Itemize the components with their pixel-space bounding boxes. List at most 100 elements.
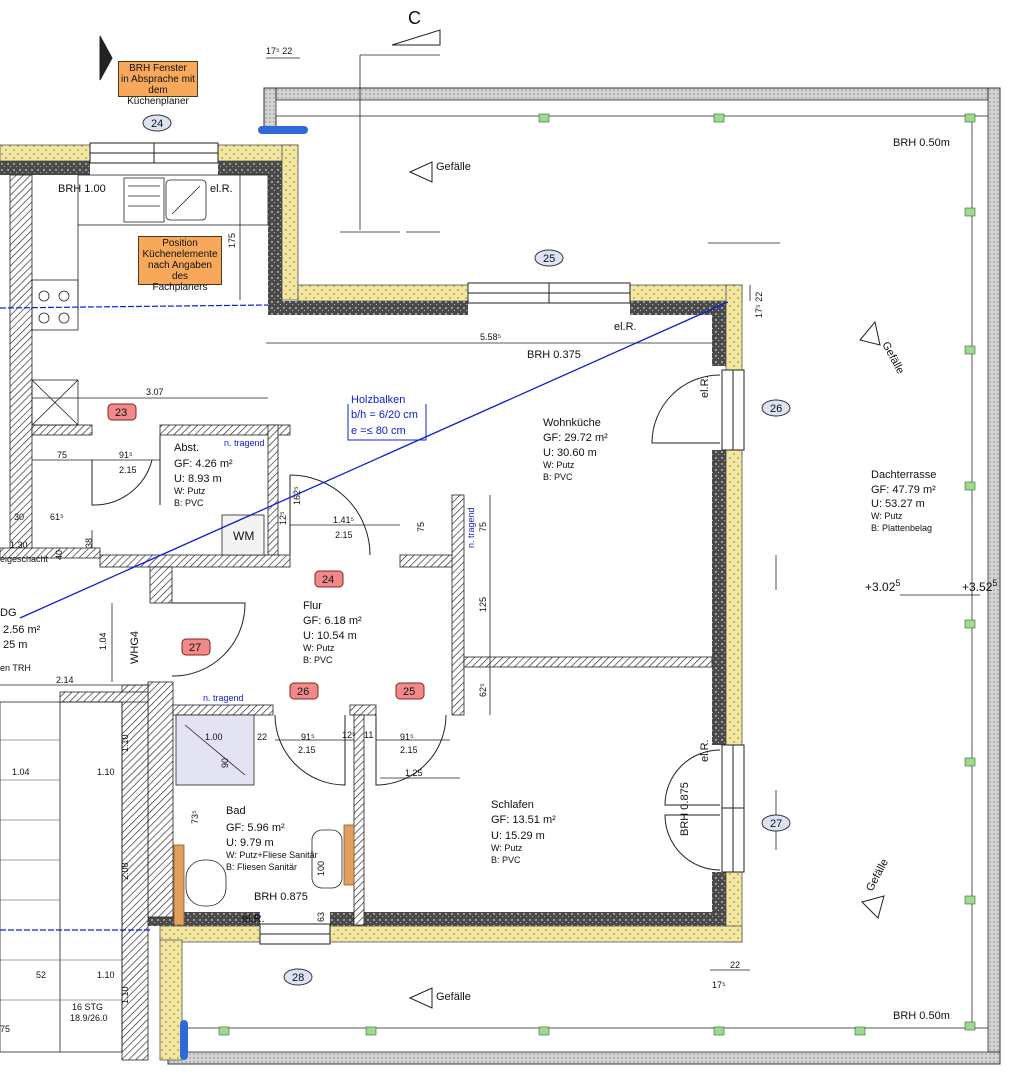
dim-text: 90 — [220, 758, 230, 768]
beam-label: Holzbalken b/h = 6/20 cm e =≤ 80 cm — [351, 394, 418, 437]
room-floor-finish: B: PVC — [491, 855, 521, 865]
dim-text: 75 — [478, 522, 488, 532]
dim-text: 91⁵ — [119, 450, 133, 460]
room-area: GF: 13.51 m² — [491, 814, 556, 826]
electric-shutter-label: el.R. — [699, 739, 711, 762]
room-area: 2.56 m² — [3, 624, 41, 636]
sill-height-label: BRH 0.875 — [679, 782, 691, 836]
dim-text: 1.10 — [97, 767, 115, 777]
window-number-24: 24 — [151, 118, 163, 130]
stair-unit-label: WHG4 — [129, 631, 141, 664]
dim-text: 1.41⁵ — [333, 515, 355, 525]
room-wall-finish: W: Putz — [871, 511, 903, 521]
stair-steps-label: 18.9/26.0 — [70, 1013, 108, 1023]
room-number-26: 26 — [297, 686, 309, 698]
note-line: Position — [162, 238, 198, 249]
dim-text: 61⁵ — [50, 512, 64, 522]
room-wall-finish: W: Putz+Fliese Sanitär — [226, 850, 318, 860]
room-floor-finish: B: Fliesen Sanitär — [226, 862, 297, 872]
window-number-25: 25 — [543, 253, 555, 265]
level-label: +3.025 — [865, 578, 900, 594]
non-bearing-label: n. tragend — [203, 693, 244, 703]
room-floor-finish: B: PVC — [303, 655, 333, 665]
room-label-bad: Bad GF: 5.96 m² U: 9.79 m W: Putz+Fliese… — [226, 805, 318, 872]
sill-height-label: BRH 0.50m — [893, 1010, 950, 1022]
dim-text: 1.00 — [205, 732, 223, 742]
room-label-wohnkueche: Wohnküche GF: 29.72 m² U: 30.60 m W: Put… — [543, 417, 608, 482]
room-label-abst: Abst. GF: 4.26 m² U: 8.93 m W: Putz B: P… — [174, 442, 233, 508]
dim-text: 17⁵ 22 — [266, 46, 292, 56]
dim-text: 73⁵ — [190, 810, 200, 824]
note-line: Küchenelemente — [142, 249, 218, 260]
slope-label: Gefälle — [436, 161, 471, 173]
dim-text: 17⁵ — [712, 980, 726, 990]
electric-shutter-label: el.R. — [699, 375, 711, 398]
room-number-25: 25 — [403, 686, 415, 698]
dim-text: 75 — [57, 450, 67, 460]
room-label-flur: Flur GF: 6.18 m² U: 10.54 m W: Putz B: P… — [303, 600, 362, 665]
dim-text: 63 — [316, 912, 326, 922]
dim-text: 75 — [416, 522, 426, 532]
timber-beam — [0, 126, 729, 1060]
dim-text: 1.10 — [97, 970, 115, 980]
slope-arrows — [99, 29, 885, 1009]
room-label-schlafen: Schlafen GF: 13.51 m² U: 15.29 m W: Putz… — [491, 799, 556, 865]
dim-text: 91⁵ — [301, 732, 315, 742]
room-perimeter: 25 m — [3, 639, 27, 651]
dim-text: 3.07 — [146, 387, 164, 397]
window-number-26: 26 — [770, 403, 782, 415]
sill-height-label: BRH 0.375 — [527, 349, 581, 361]
dim-text: 38 — [84, 538, 94, 548]
section-marker: C — [408, 8, 421, 28]
room-area: GF: 47.79 m² — [871, 484, 936, 496]
room-perimeter: U: 15.29 m — [491, 830, 545, 842]
room-wall-finish: W: Putz — [174, 486, 206, 496]
dim-text: 75 — [0, 1024, 10, 1034]
non-bearing-label: n. tragend — [224, 438, 265, 448]
non-bearing-label: n. tragend — [466, 507, 476, 548]
dim-text: 1.30 — [10, 540, 28, 550]
dim-text: 125 — [478, 597, 488, 612]
room-perimeter: U: 53.27 m — [871, 498, 925, 510]
window-note: BRH Fenster in Absprache mit dem Küchenp… — [118, 61, 198, 107]
dim-text: 162⁵ — [292, 486, 302, 505]
electric-shutter-label: el.R. — [210, 183, 233, 195]
dim-text: 175 — [227, 233, 237, 248]
doors — [91, 374, 721, 871]
room-name: Flur — [303, 600, 322, 612]
beam-title: Holzbalken — [351, 394, 405, 406]
room-perimeter: U: 9.79 m — [226, 837, 274, 849]
room-wall-finish: W: Putz — [543, 460, 575, 470]
window-number-27: 27 — [770, 818, 782, 830]
dim-text: 91⁵ — [400, 732, 414, 742]
beam-spacing: e =≤ 80 cm — [351, 425, 406, 437]
room-name: Wohnküche — [543, 417, 601, 429]
interior-walls — [0, 174, 713, 1061]
dim-text: 22 — [730, 960, 740, 970]
stair-steps-label: 16 STG — [72, 1002, 103, 1012]
room-name: Bad — [226, 805, 246, 817]
dimension-lines — [0, 54, 980, 971]
room-badges — [107, 403, 425, 700]
room-area: GF: 5.96 m² — [226, 822, 285, 834]
room-name: Dachterrasse — [871, 469, 936, 481]
windows — [89, 142, 745, 945]
slope-label: Gefälle — [879, 340, 906, 376]
terrace-parapet — [167, 87, 1001, 1065]
dim-text: 1.10 — [120, 986, 130, 1004]
dim-text: 2.08 — [120, 862, 130, 880]
exterior-walls — [0, 144, 743, 1061]
room-label-dachterrasse: Dachterrasse GF: 47.79 m² U: 53.27 m W: … — [871, 469, 936, 533]
dim-text: 2.15 — [335, 530, 353, 540]
dim-text: 22 — [257, 732, 267, 742]
electric-shutter-label: el.R. — [614, 321, 637, 333]
dim-text: 12⁵ — [278, 511, 288, 525]
dim-text: 12⁵ — [342, 730, 356, 740]
washing-machine-label: WM — [233, 529, 254, 543]
room-name: DG — [0, 607, 17, 619]
beam-section: b/h = 6/20 cm — [351, 409, 418, 421]
dim-text: 30 — [14, 512, 24, 522]
room-name: Abst. — [174, 442, 199, 454]
slope-label: Gefälle — [864, 857, 891, 893]
